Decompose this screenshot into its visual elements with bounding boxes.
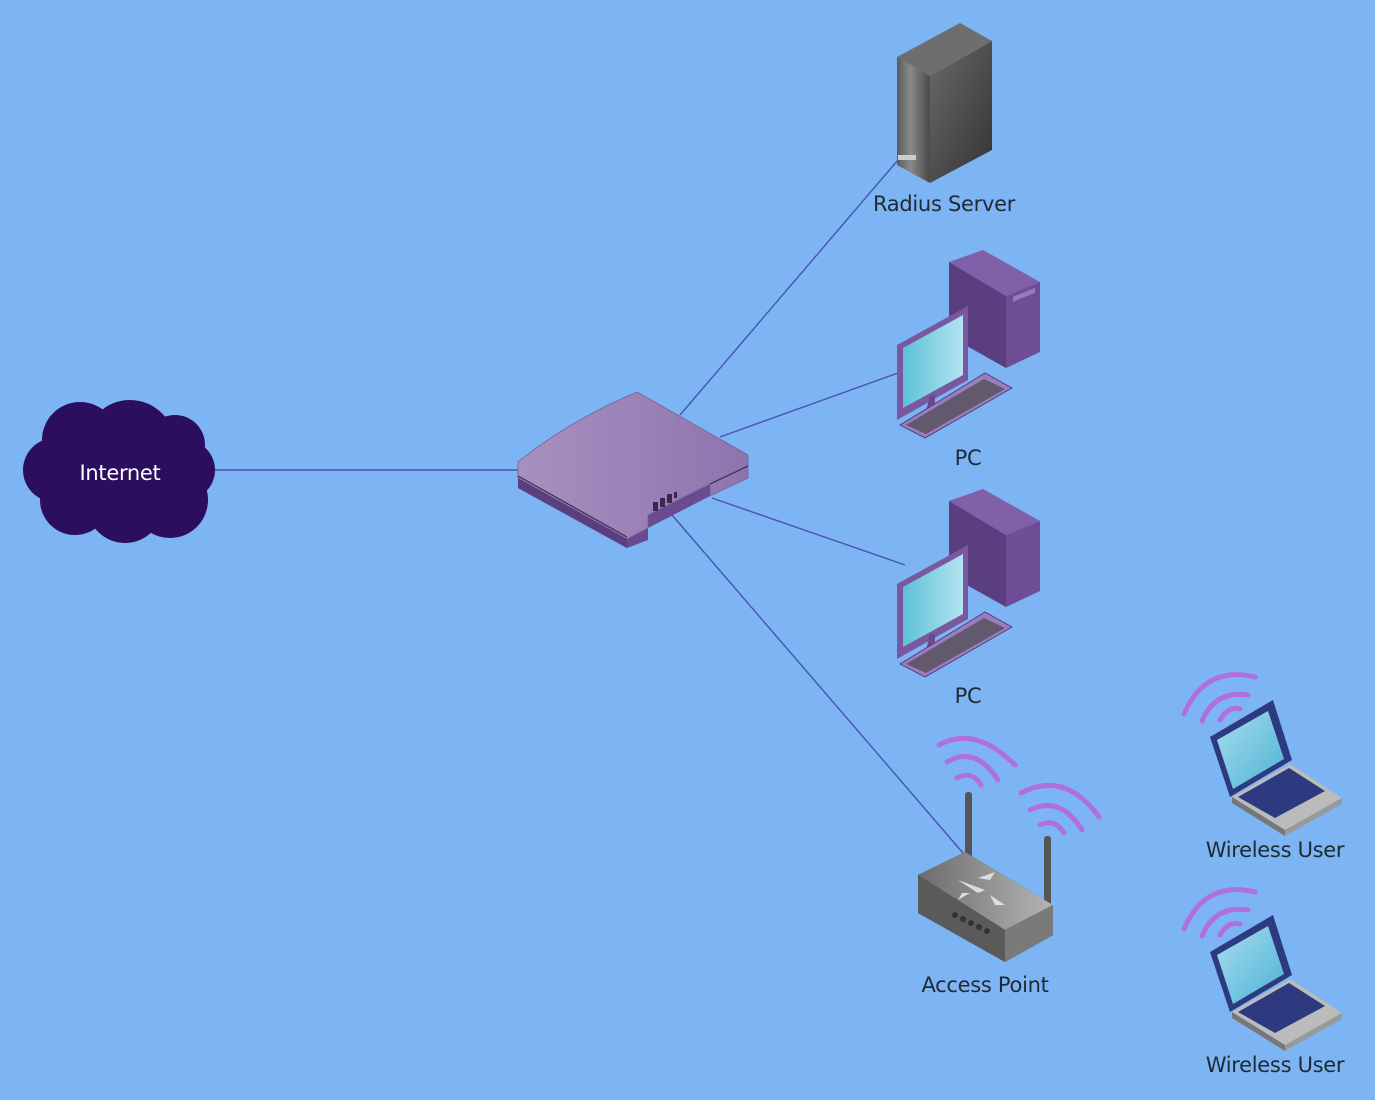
radius-server-icon[interactable] <box>897 23 992 183</box>
link-switch-pc2 <box>711 497 906 566</box>
internet-cloud[interactable] <box>23 400 215 543</box>
internet-label: Internet <box>79 461 161 485</box>
wifi-signal-icon <box>1181 887 1258 939</box>
pc-label-2: PC <box>954 684 982 708</box>
access-point-icon[interactable] <box>918 735 1102 962</box>
connections <box>215 159 964 854</box>
link-switch-ap <box>671 514 964 854</box>
wireless-user-label-2: Wireless User <box>1205 1053 1345 1077</box>
wifi-signal-icon <box>1181 672 1258 724</box>
radius-server-label: Radius Server <box>872 192 1016 216</box>
link-switch-radius <box>679 159 899 416</box>
wifi-signal-icon <box>936 735 1102 836</box>
wireless-user-label-1: Wireless User <box>1205 838 1345 862</box>
laptop-icon-2[interactable] <box>1181 887 1342 1051</box>
pc-label-1: PC <box>954 446 982 470</box>
link-switch-pc1 <box>719 372 899 438</box>
pc-icon-1[interactable] <box>897 250 1040 439</box>
pc-icon-2[interactable] <box>897 489 1040 678</box>
switch-icon[interactable] <box>517 391 749 548</box>
laptop-icon-1[interactable] <box>1181 672 1342 836</box>
access-point-label: Access Point <box>921 973 1049 997</box>
